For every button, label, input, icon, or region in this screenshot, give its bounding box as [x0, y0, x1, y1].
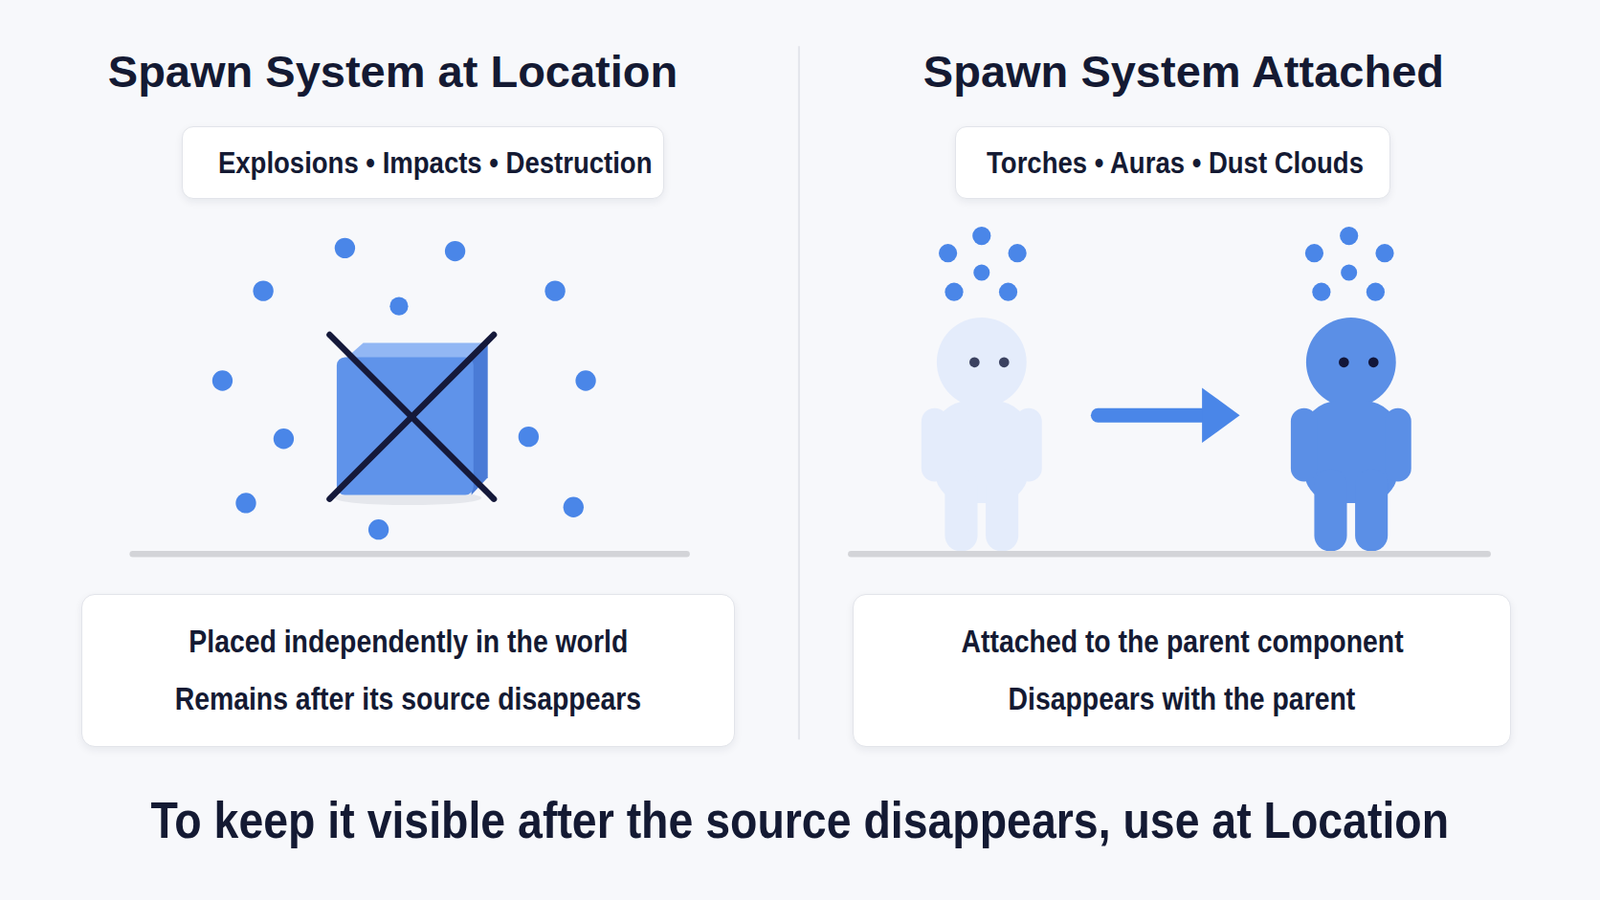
particle	[938, 244, 957, 263]
description-box: Placed independently in the worldRemains…	[81, 594, 734, 748]
example-list: Explosions • Impacts • Destruction	[218, 145, 653, 181]
figure-eye	[1338, 356, 1350, 368]
figure-leg	[985, 469, 1019, 552]
particle	[389, 297, 408, 316]
particle	[235, 492, 256, 513]
example-pill: Torches • Auras • Dust Clouds	[955, 126, 1391, 200]
figure-leg	[1313, 469, 1347, 552]
caption-text: To keep it visible after the source disa…	[151, 790, 1450, 850]
text-line: Torches • Auras • Dust Clouds	[955, 145, 1390, 181]
cross-mark	[329, 334, 494, 500]
particle	[1375, 244, 1394, 263]
figure-leg	[944, 469, 978, 552]
arrow-head	[1201, 387, 1240, 444]
particle	[252, 280, 273, 301]
column-heading: Spawn System at Location	[15, 44, 771, 98]
figure-arm	[1015, 408, 1043, 483]
example-pill: Explosions • Impacts • Destruction	[181, 126, 665, 200]
column-heading: Spawn System Attached	[805, 44, 1561, 98]
description-text: Attached to the parent component	[960, 623, 1403, 661]
cube-side	[471, 343, 489, 496]
particle	[444, 241, 466, 262]
text-line: Attached to the parent component	[853, 623, 1511, 661]
description-text: Remains after its source disappears	[175, 681, 642, 718]
figure-eye	[1368, 356, 1379, 368]
faded-figure	[921, 317, 1043, 552]
ground-line	[850, 551, 1488, 557]
particle	[544, 280, 565, 301]
particle	[334, 238, 356, 259]
description-text: Placed independently in the world	[188, 623, 628, 661]
transition-arrow	[1097, 408, 1206, 423]
description-text: Disappears with the parent	[1008, 681, 1356, 718]
figure-arm	[1384, 408, 1412, 483]
particle	[368, 519, 389, 540]
particle	[973, 264, 990, 281]
particle	[1366, 283, 1385, 302]
figure-head	[936, 317, 1027, 408]
particle	[944, 283, 963, 302]
particle	[575, 370, 596, 391]
solid-figure	[1290, 317, 1412, 552]
column-divider	[798, 45, 800, 740]
text-line: Disappears with the parent	[853, 681, 1511, 718]
figure-head	[1306, 317, 1397, 408]
particle	[1339, 226, 1358, 245]
particle	[1305, 244, 1324, 263]
heading-text: Spawn System at Location	[108, 44, 678, 98]
cross-mark	[329, 334, 494, 500]
particle	[273, 428, 294, 449]
ground-line	[133, 551, 688, 557]
particle	[1008, 244, 1027, 263]
particle	[1340, 264, 1357, 281]
cube-top	[344, 343, 488, 360]
particle	[999, 283, 1018, 302]
example-list: Torches • Auras • Dust Clouds	[986, 145, 1364, 181]
text-line: Placed independently in the world	[82, 623, 734, 661]
heading-text: Spawn System Attached	[923, 44, 1445, 98]
particle	[518, 426, 539, 447]
description-box: Attached to the parent componentDisappea…	[852, 594, 1512, 748]
figure-leg	[1355, 469, 1388, 552]
text-line: Remains after its source disappears	[82, 681, 734, 718]
text-line: Explosions • Impacts • Destruction	[182, 145, 664, 181]
caption: To keep it visible after the source disa…	[0, 790, 1600, 850]
particle	[212, 370, 233, 391]
figure-eye	[999, 356, 1010, 368]
figure-arm	[1290, 408, 1318, 483]
figure-eye	[969, 356, 980, 368]
particle	[563, 497, 584, 518]
figure-arm	[921, 408, 949, 483]
particle	[1311, 283, 1331, 302]
particle	[972, 226, 991, 245]
